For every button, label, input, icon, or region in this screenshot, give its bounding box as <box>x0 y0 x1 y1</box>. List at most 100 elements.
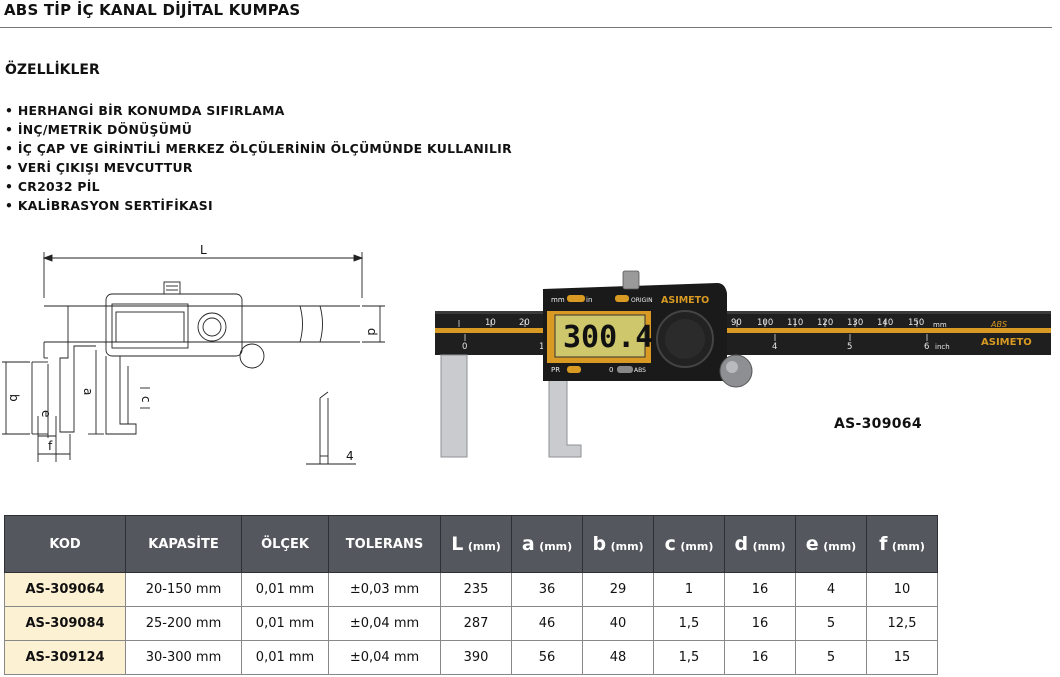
scale-top-label: 110 <box>787 318 803 328</box>
header-f: f (mm) <box>866 515 938 573</box>
cell-kapasite: 25-200 mm <box>125 606 242 641</box>
cell-d: 16 <box>724 606 796 641</box>
btn-label-in: in <box>586 296 592 304</box>
header-c: c (mm) <box>653 515 725 573</box>
cell-a: 56 <box>511 640 583 675</box>
cell-c: 1 <box>653 572 725 607</box>
cell-b: 29 <box>582 572 654 607</box>
cell-e: 4 <box>795 572 867 607</box>
caliper-product-photo: 10 20 90 100 110 120 130 140 150 mm 0 1 … <box>435 270 1051 458</box>
dim-label-c: c <box>139 396 153 403</box>
cell-b: 48 <box>582 640 654 675</box>
table-header-row: KOD KAPASİTE ÖLÇEK TOLERANS L (mm) a (mm… <box>4 515 938 573</box>
cell-kod: AS-309124 <box>4 640 126 675</box>
scale-top-label: 20 <box>519 318 530 328</box>
scale-top-label: 10 <box>485 318 496 328</box>
dim-label-d: d <box>365 328 379 336</box>
cell-olcek: 0,01 mm <box>241 572 329 607</box>
scale-top-label: 120 <box>817 318 833 328</box>
cell-a: 36 <box>511 572 583 607</box>
feature-item: VERİ ÇIKIŞI MEVCUTTUR <box>5 158 512 177</box>
header-d: d (mm) <box>724 515 796 573</box>
scale-bottom-label: 0 <box>462 342 467 352</box>
abs-logo: ABS <box>990 320 1007 329</box>
scale-unit-inch: inch <box>935 343 950 351</box>
header-kapasite: KAPASİTE <box>125 515 242 573</box>
cell-kapasite: 20-150 mm <box>125 572 242 607</box>
dim-label-b: b <box>7 394 21 402</box>
zero-abs-button <box>617 366 633 373</box>
feature-item: HERHANGİ BİR KONUMDA SIFIRLAMA <box>5 101 512 120</box>
cell-olcek: 0,01 mm <box>241 606 329 641</box>
header-kod: KOD <box>4 515 126 573</box>
scale-top-label: 100 <box>757 318 773 328</box>
cell-olcek: 0,01 mm <box>241 640 329 675</box>
cell-kod: AS-309064 <box>4 572 126 607</box>
dim-label-e: e <box>39 410 53 417</box>
btn-label-abs: ABS <box>634 367 646 374</box>
scale-top-label: 130 <box>847 318 863 328</box>
model-caption: AS-309064 <box>834 416 922 432</box>
btn-label-zero: 0 <box>609 366 613 374</box>
beam-brand-label: ASIMETO <box>981 337 1032 348</box>
dim-label-a: a <box>81 388 95 395</box>
cell-e: 5 <box>795 640 867 675</box>
header-a: a (mm) <box>511 515 583 573</box>
features-list: HERHANGİ BİR KONUMDA SIFIRLAMA İNÇ/METRİ… <box>5 101 512 215</box>
feature-item: CR2032 PİL <box>5 177 512 196</box>
cell-d: 16 <box>724 640 796 675</box>
scale-bottom-label: 4 <box>772 342 777 352</box>
cell-e: 5 <box>795 606 867 641</box>
cell-kod: AS-309084 <box>4 606 126 641</box>
cell-L: 390 <box>440 640 512 675</box>
cell-a: 46 <box>511 606 583 641</box>
header-b: b (mm) <box>582 515 654 573</box>
scale-top-label: 140 <box>877 318 893 328</box>
scale-bottom-label: 6 <box>924 342 929 352</box>
table-row: AS-309124 30-300 mm 0,01 mm ±0,04 mm 390… <box>4 640 938 675</box>
feature-item: KALİBRASYON SERTİFİKASI <box>5 196 512 215</box>
scale-unit-mm: mm <box>933 321 947 329</box>
scale-top-label: 90 <box>731 318 742 328</box>
cell-b: 40 <box>582 606 654 641</box>
cell-L: 235 <box>440 572 512 607</box>
features-heading: ÖZELLİKLER <box>5 62 100 78</box>
title-divider <box>0 27 1052 28</box>
caliper-dimension-diagram: L d a b c e f 4 <box>2 243 385 465</box>
dim-label-L: L <box>200 243 207 257</box>
header-tolerans: TOLERANS <box>328 515 441 573</box>
scale-top-label: 150 <box>908 318 924 328</box>
cell-tolerans: ±0,03 mm <box>328 572 441 607</box>
cell-L: 287 <box>440 606 512 641</box>
btn-label-mm: mm <box>551 296 565 304</box>
table-row: AS-309064 20-150 mm 0,01 mm ±0,03 mm 235… <box>4 572 938 607</box>
cell-f: 12,5 <box>866 606 938 641</box>
header-L: L (mm) <box>440 515 512 573</box>
origin-button <box>615 295 629 302</box>
head-brand-label: ASIMETO <box>661 295 709 306</box>
feature-item: İNÇ/METRİK DÖNÜŞÜMÜ <box>5 120 512 139</box>
header-olcek: ÖLÇEK <box>241 515 329 573</box>
cell-f: 15 <box>866 640 938 675</box>
cell-c: 1,5 <box>653 640 725 675</box>
btn-label-origin: ORIGIN <box>631 297 653 304</box>
cell-tolerans: ±0,04 mm <box>328 606 441 641</box>
scale-bottom-label: 5 <box>847 342 852 352</box>
dim-label-f: f <box>48 439 53 453</box>
btn-label-pr: PR <box>551 366 560 374</box>
mm-in-button <box>567 295 585 302</box>
cell-f: 10 <box>866 572 938 607</box>
cell-kapasite: 30-300 mm <box>125 640 242 675</box>
page-title: ABS TİP İÇ KANAL DİJİTAL KUMPAS <box>4 1 301 19</box>
dim-label-side: 4 <box>346 449 354 463</box>
cell-d: 16 <box>724 572 796 607</box>
feature-item: İÇ ÇAP VE GİRİNTİLİ MERKEZ ÖLÇÜLERİNİN Ö… <box>5 139 512 158</box>
pr-button <box>567 366 581 373</box>
lcd-reading: 300.4 <box>563 320 653 355</box>
header-e: e (mm) <box>795 515 867 573</box>
scale-bottom-label: 1 <box>539 342 544 352</box>
specification-table: KOD KAPASİTE ÖLÇEK TOLERANS L (mm) a (mm… <box>4 515 938 675</box>
table-row: AS-309084 25-200 mm 0,01 mm ±0,04 mm 287… <box>4 606 938 641</box>
cell-c: 1,5 <box>653 606 725 641</box>
cell-tolerans: ±0,04 mm <box>328 640 441 675</box>
